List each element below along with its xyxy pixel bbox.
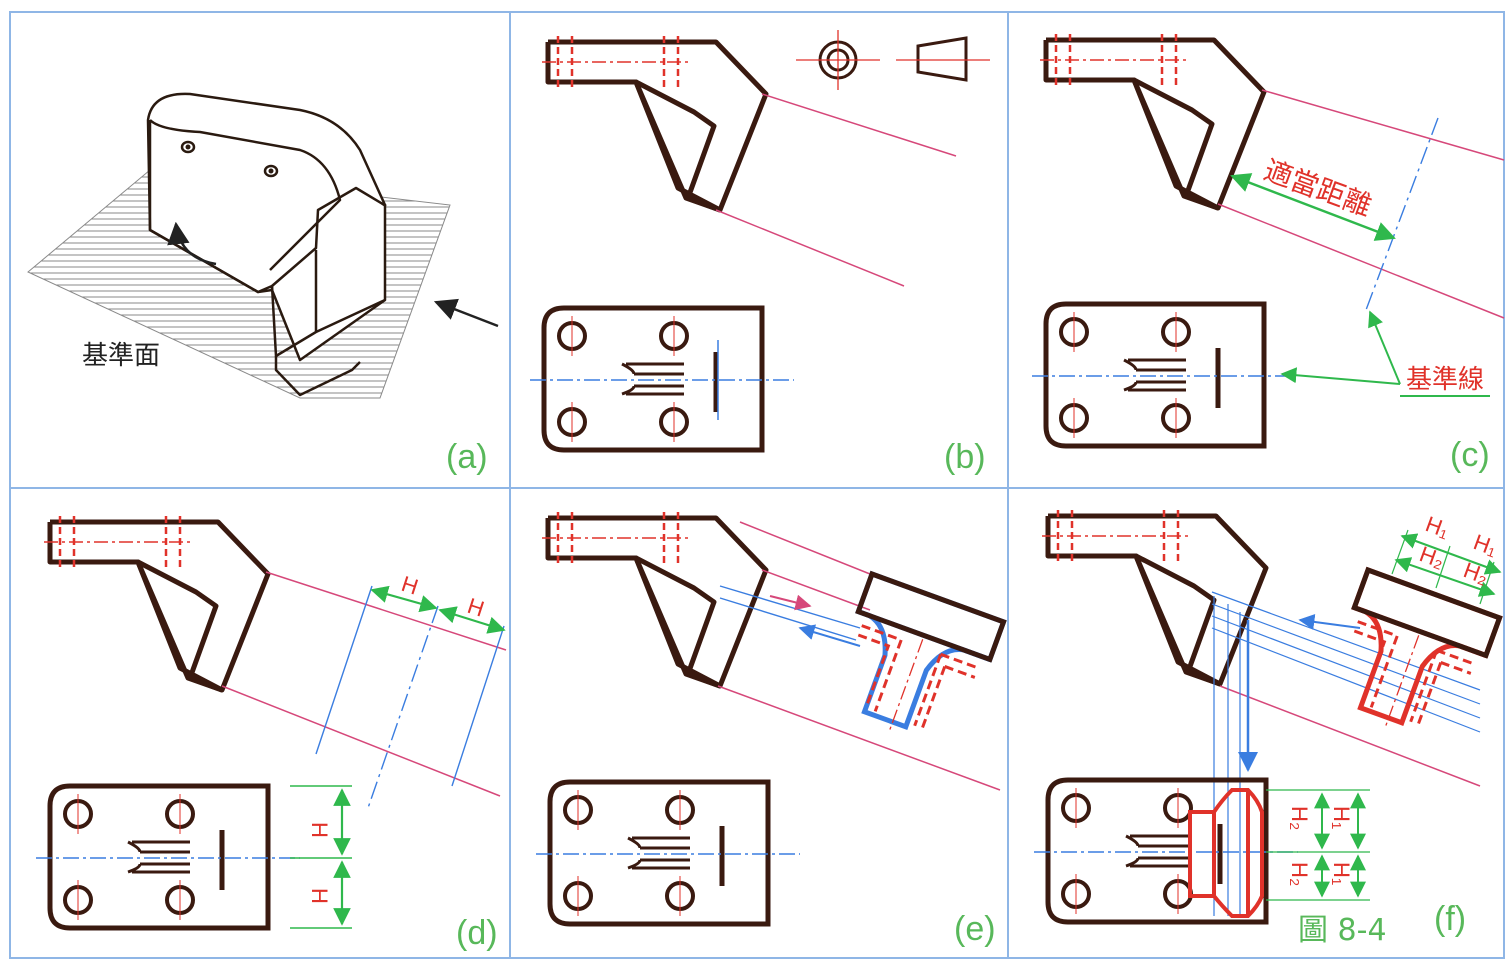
dim-H1-label: H₁ xyxy=(1422,511,1452,542)
dim-H-label: H xyxy=(307,822,332,838)
view-direction-arrow xyxy=(433,298,499,328)
front-view xyxy=(542,36,766,210)
dim-H2-label: H₂ xyxy=(1287,862,1312,886)
panel-frames xyxy=(9,11,1505,959)
panel-a: 基準面 (a) xyxy=(27,92,499,476)
panel-label-f: (f) xyxy=(1434,900,1466,938)
dim-H-label: H xyxy=(307,888,332,904)
dim-H1-label: H₁ xyxy=(1329,806,1354,829)
panel-e: (e) xyxy=(536,512,1007,948)
reference-line-label: 基準線 xyxy=(1406,365,1484,395)
panel-b: (b) xyxy=(530,30,990,476)
dim-H-label: H xyxy=(464,593,487,622)
plan-view xyxy=(530,308,794,450)
panel-c: 適當距離 基準線 (c) xyxy=(1032,34,1505,474)
plan-view xyxy=(36,786,300,928)
front-view xyxy=(44,516,268,690)
front-view xyxy=(1042,510,1266,684)
hole-symbol-icon xyxy=(796,30,880,90)
dim-H1-label: H₁ xyxy=(1329,862,1354,885)
panel-label-c: (c) xyxy=(1450,436,1490,474)
panel-label-a: (a) xyxy=(446,438,488,476)
plan-view xyxy=(1032,304,1296,446)
panel-label-e: (e) xyxy=(954,910,996,948)
front-view xyxy=(542,512,766,686)
dim-H1-label: H₁ xyxy=(1470,529,1500,560)
plan-view xyxy=(536,782,800,924)
front-view xyxy=(1040,34,1264,208)
dim-H-label: H xyxy=(398,571,421,600)
suitable-distance-label: 適當距離 xyxy=(1260,154,1377,223)
panel-f: H₁ H₁ H₂ H₂ H₂ H₂ H₁ H₁ 圖 8-4 (f) xyxy=(1034,510,1503,948)
taper-symbol-icon xyxy=(896,36,990,82)
panel-label-b: (b) xyxy=(944,438,986,476)
projected-feature xyxy=(1188,788,1264,918)
isometric-part xyxy=(146,92,387,397)
auxiliary-view xyxy=(1320,566,1503,749)
reference-plane-label: 基準面 xyxy=(82,341,160,371)
figure-caption: 圖 8-4 xyxy=(1298,913,1387,948)
panel-label-d: (d) xyxy=(456,914,498,952)
panel-d: H H H H (d) xyxy=(36,516,507,952)
rotation-arrow xyxy=(167,221,217,266)
dim-H2-label: H₂ xyxy=(1287,806,1312,830)
auxiliary-view xyxy=(824,570,1007,753)
